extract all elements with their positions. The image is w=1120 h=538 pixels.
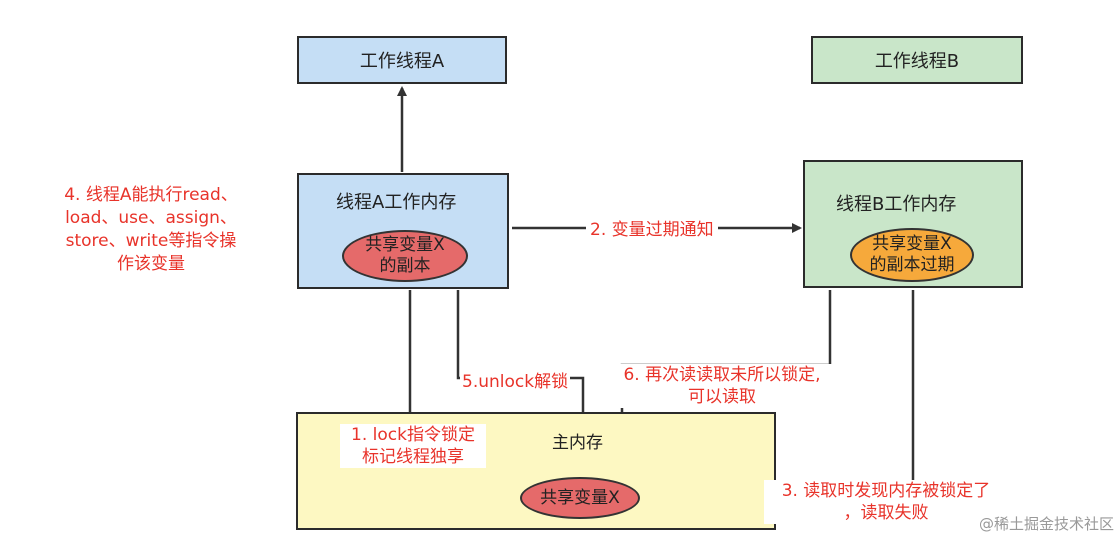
step4-annotation: 4. 线程A能执行read、 load、use、assign、 store、wr… [40,184,262,276]
step4-line3: store、write等指令操 [65,231,237,251]
copy-b-line1: 共享变量X [872,234,952,254]
step3-line2: ，读取失败 [843,503,929,523]
thread-a-memory-label: 线程A工作内存 [336,192,457,213]
thread-b-copy-ellipse: 共享变量X 的副本过期 [850,228,974,282]
step5-annotation: 5.unlock解锁 [460,371,571,393]
step4-line4: 作该变量 [117,254,185,274]
shared-variable-label: 共享变量X [540,487,620,508]
copy-a-line1: 共享变量X [365,235,445,255]
step2-annotation: 2. 变量过期通知 [586,219,718,241]
step6-annotation: 6. 再次读读取未所以锁定, 可以读取 [606,364,838,408]
thread-b-memory-label: 线程B工作内存 [836,194,957,215]
step4-line2: load、use、assign、 [65,208,237,228]
watermark: @稀土掘金技术社区 [978,515,1114,533]
shared-variable-ellipse: 共享变量X [520,477,640,519]
step3-line1: 3. 读取时发现内存被锁定了 [781,481,991,501]
step4-line1: 4. 线程A能执行read、 [64,185,238,205]
step6-line2: 可以读取 [688,387,756,407]
copy-a-line2: 的副本 [379,256,431,276]
step6-line1: 6. 再次读读取未所以锁定, [623,365,821,385]
step3-annotation: 3. 读取时发现内存被锁定了 ，读取失败 [764,480,1008,524]
thread-a-label: 工作线程A [359,51,445,72]
thread-a-box: 工作线程A [297,36,507,84]
thread-b-label: 工作线程B [874,51,960,72]
main-memory-label: 主内存 [552,433,603,453]
thread-a-copy-ellipse: 共享变量X 的副本 [342,230,468,282]
step1-line2: 标记线程独享 [362,447,464,467]
step1-annotation: 1. lock指令锁定 标记线程独享 [340,424,486,468]
thread-b-box: 工作线程B [811,36,1023,84]
copy-b-line2: 的副本过期 [869,255,955,275]
step1-line1: 1. lock指令锁定 [351,425,475,445]
